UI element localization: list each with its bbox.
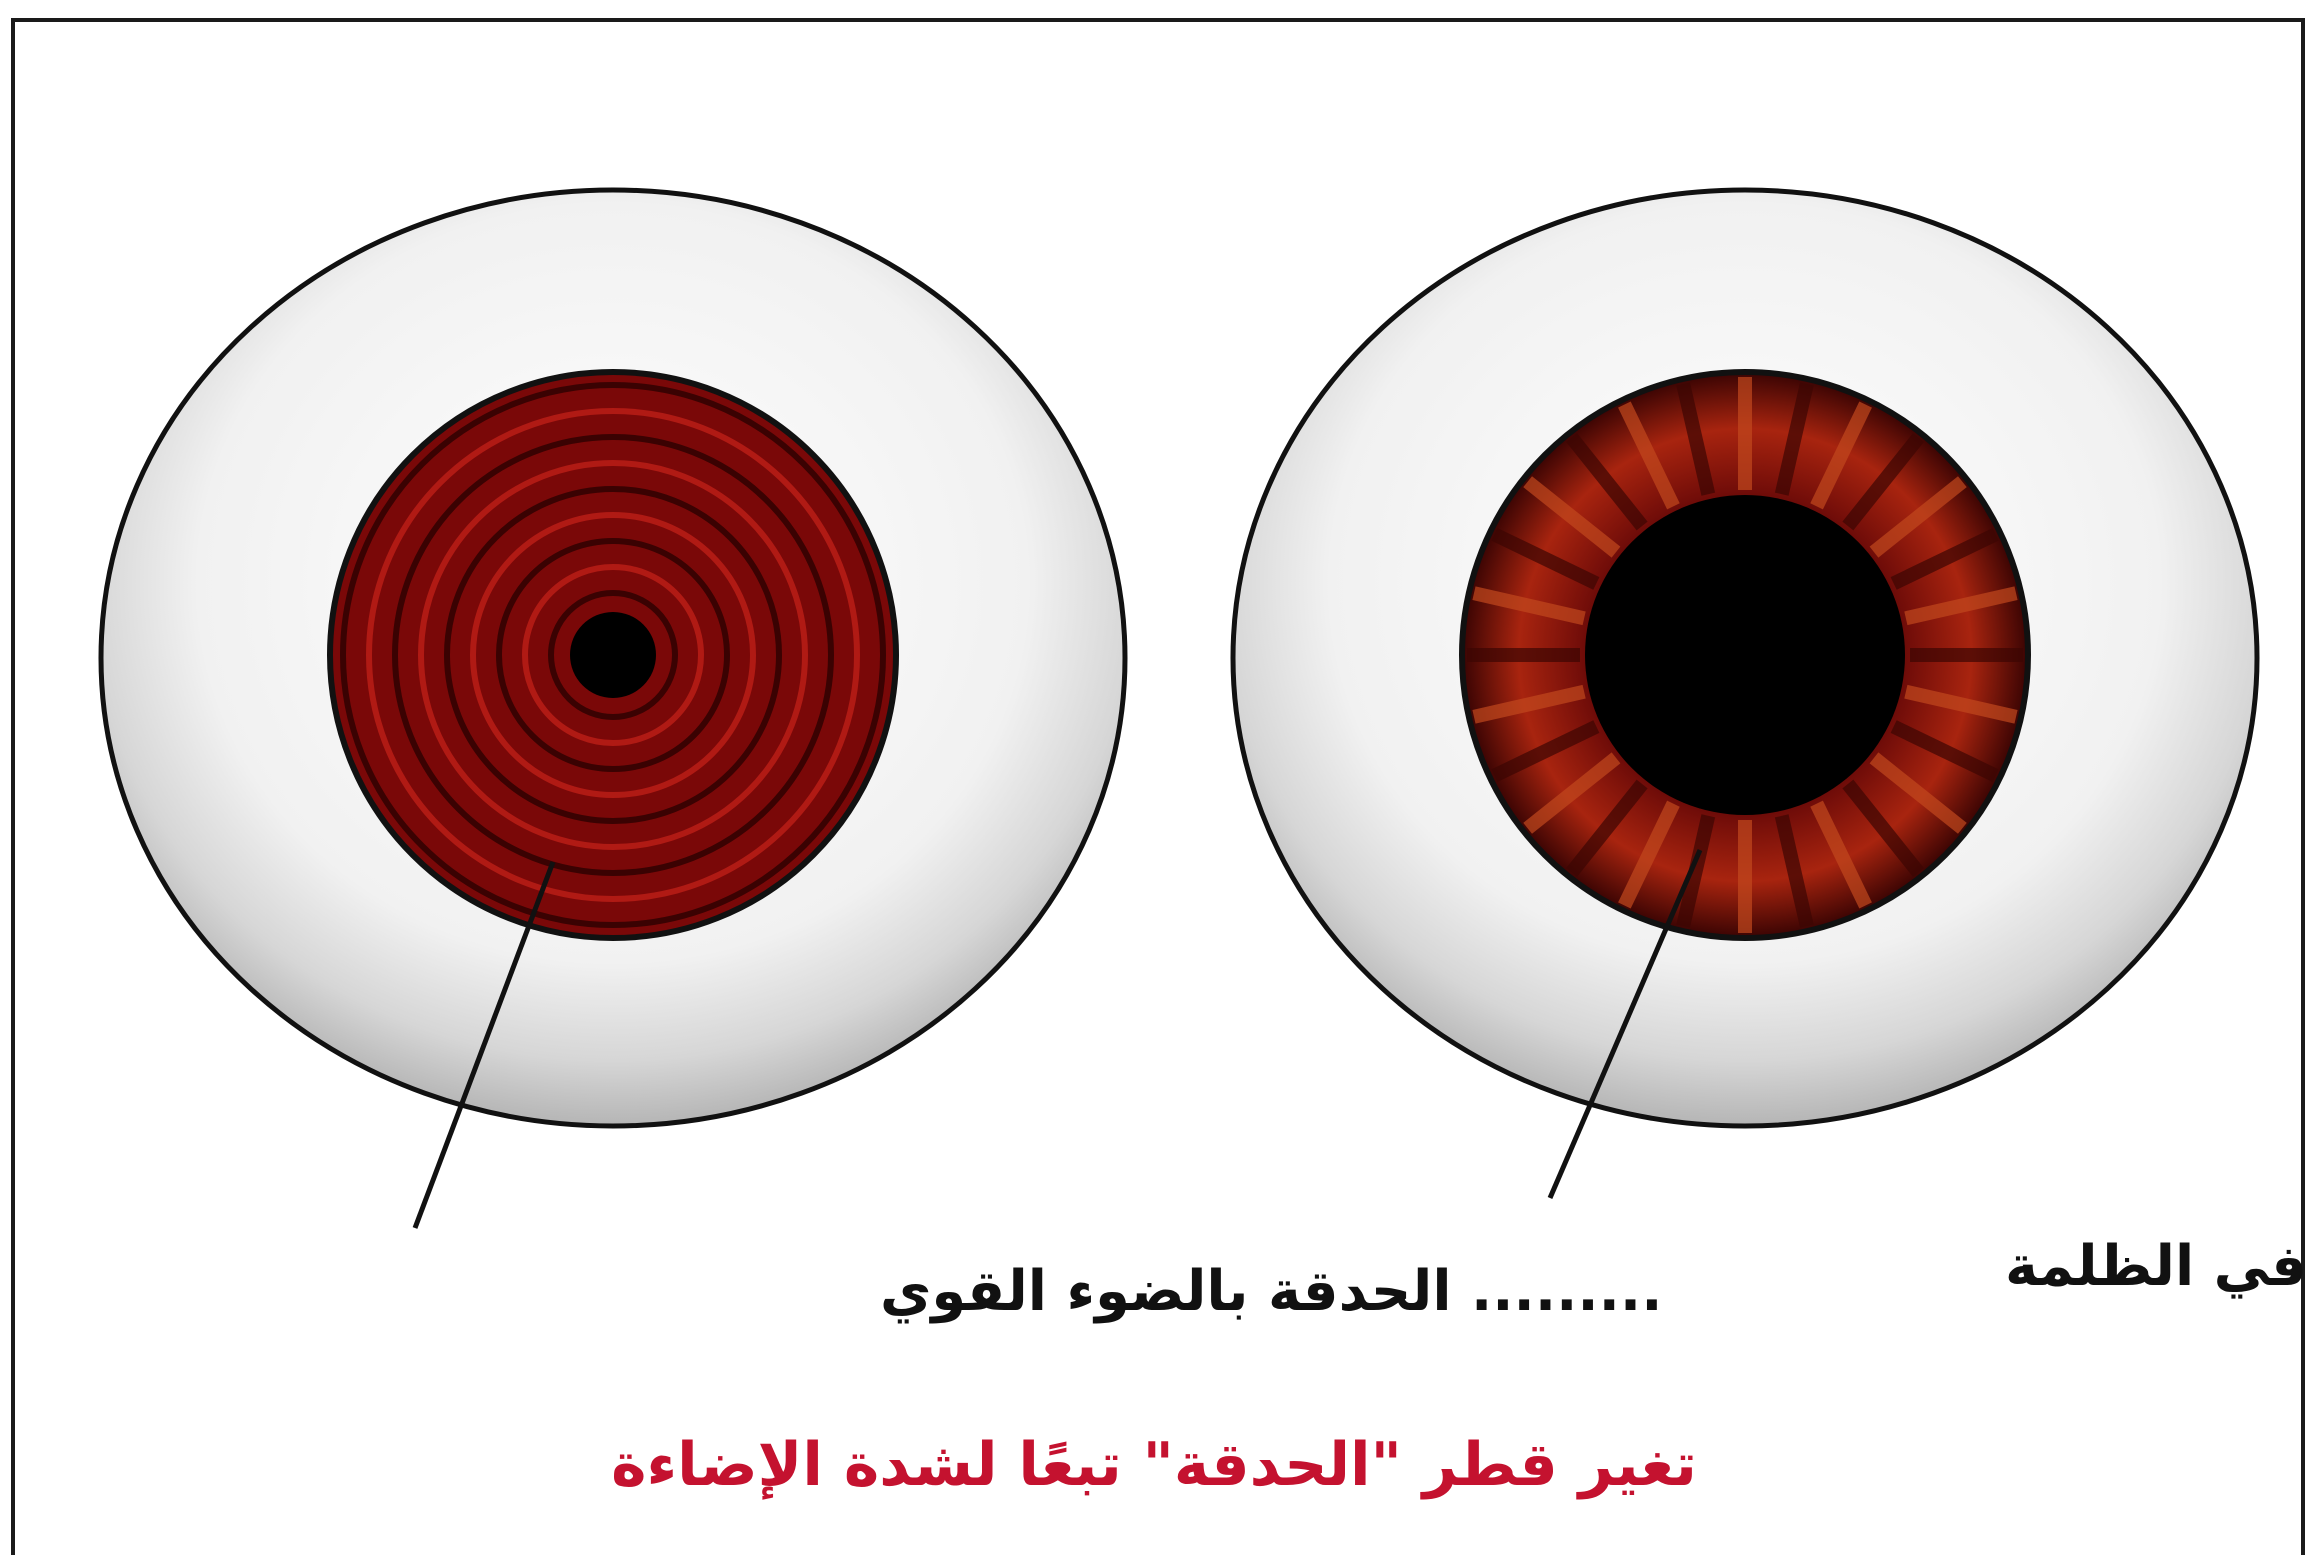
right-eye-label: ......... الحدقة في الظلمة: [2005, 1234, 2308, 1299]
left-pupil: [570, 612, 656, 698]
diagram-caption: تغير قطر "الحدقة" تبعًا لشدة الإضاءة: [611, 1430, 1697, 1500]
eye-bright-light-icon: [101, 190, 1125, 1228]
right-pupil: [1585, 495, 1905, 815]
left-eye-label: ......... الحدقة بالضوء القوي: [880, 1259, 1662, 1324]
eye-darkness-icon: [1233, 190, 2257, 1198]
